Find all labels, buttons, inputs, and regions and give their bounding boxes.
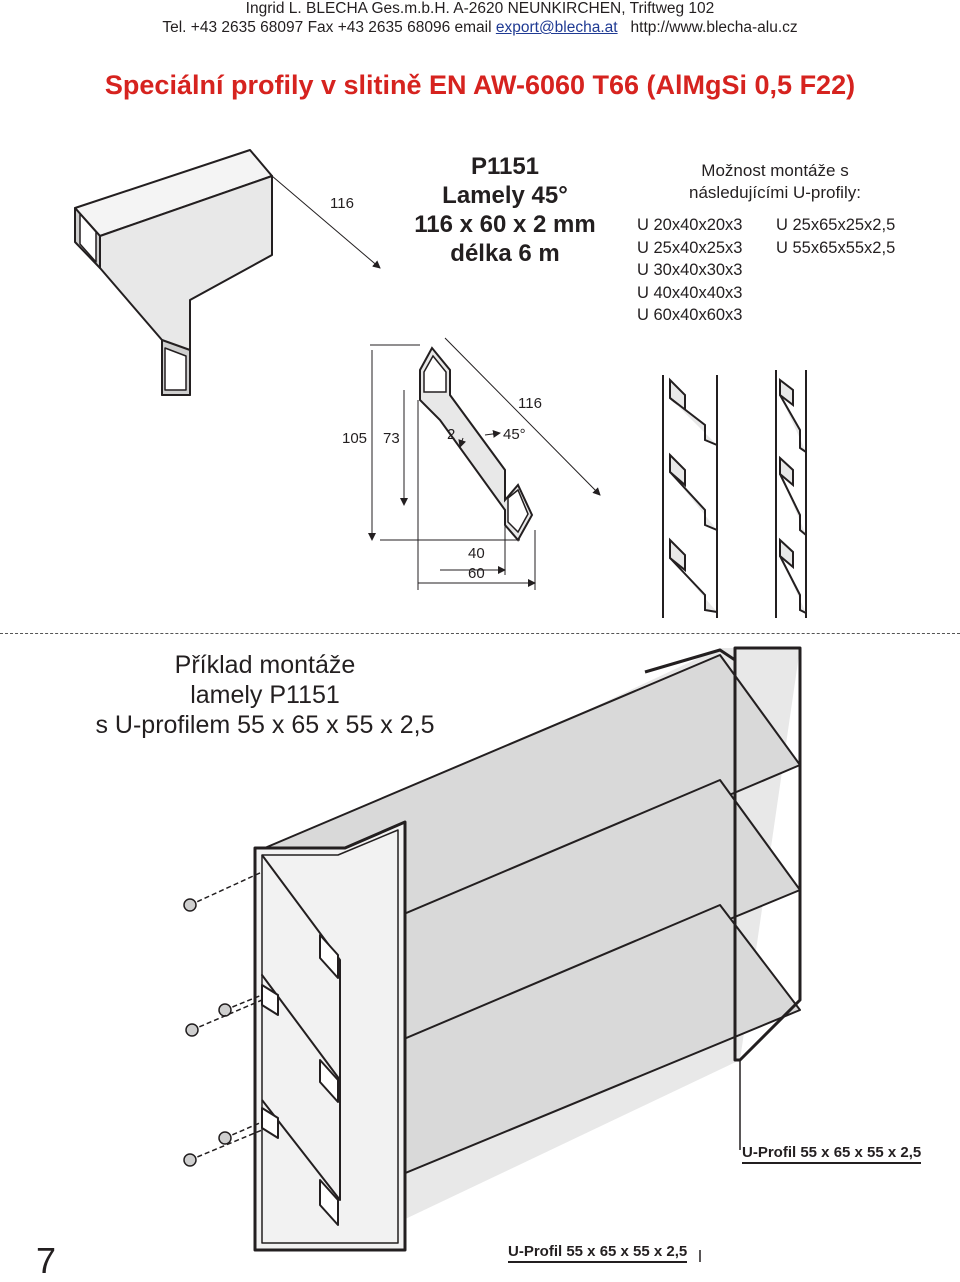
u-profile-item: U 25x65x25x2,5 (776, 216, 896, 234)
page-title: Speciální profily v slitině EN AW-6060 T… (104, 70, 856, 100)
u-profile-item: U 55x65x55x2,5 (776, 238, 896, 257)
example-title: Příklad montáže lamely P1151 s U-profile… (60, 650, 470, 740)
assembly-drawing (183, 646, 802, 1262)
u-profile-item: U 40x40x40x3 (637, 283, 743, 302)
product-size: 116 x 60 x 2 mm (414, 211, 596, 238)
product-name: Lamely 45° (442, 182, 568, 209)
dim-angle: 45° (503, 426, 526, 443)
u-profile-item: U 30x40x30x3 (637, 261, 743, 279)
example-line3: s U-profilem 55 x 65 x 55 x 2,5 (95, 711, 435, 739)
label-u-profil-bottom: U-Profil 55 x 65 x 55 x 2,5 (508, 1243, 688, 1263)
dim-116-3d: 116 (330, 195, 354, 212)
product-length: délka 6 m (450, 240, 560, 267)
page-number: 7 (36, 1240, 57, 1281)
section-drawing (368, 337, 601, 590)
divider (0, 633, 960, 634)
dim-73: 73 (383, 430, 400, 447)
website-link[interactable]: http://www.blecha-alu.cz (630, 19, 798, 36)
contact-line: Tel. +43 2635 68097 Fax +43 2635 68096 e… (0, 19, 960, 37)
example-line2: lamely P1151 (190, 681, 340, 709)
mounting-heading: Možnost montáže s následujícími U-profil… (640, 160, 910, 204)
dim-116-section: 116 (518, 395, 542, 412)
u-profile-item: U 20x40x20x3 (637, 216, 743, 234)
dim-60: 60 (468, 565, 485, 582)
u-profile-list-2: U 25x65x25x2,5 U 55x65x55x2,5 (776, 214, 895, 259)
mounting-heading-line1: Možnost montáže s (701, 161, 849, 180)
mounting-rail-diagram-2 (775, 370, 807, 618)
u-profile-item: U 60x40x60x3 (637, 306, 743, 324)
example-line1: Příklad montáže (174, 651, 356, 679)
u-profile-item: U 25x40x25x3 (637, 238, 743, 257)
lamella-3d-drawing (74, 149, 381, 396)
email-link[interactable]: export@blecha.at (495, 19, 618, 36)
label-u-profil-right: U-Profil 55 x 65 x 55 x 2,5 (742, 1144, 922, 1164)
company-line: Ingrid L. BLECHA Ges.m.b.H. A-2620 NEUNK… (245, 0, 715, 17)
contact-text: Tel. +43 2635 68097 Fax +43 2635 68096 e… (162, 19, 492, 36)
product-spec: P1151 Lamely 45° 116 x 60 x 2 mm délka 6… (410, 152, 600, 268)
mounting-rail-diagram-1 (662, 375, 718, 618)
u-profile-list-1: U 20x40x20x3 U 25x40x25x3 U 30x40x30x3 U… (637, 214, 743, 327)
dim-2: 2 (447, 426, 456, 443)
dim-105: 105 (342, 430, 368, 447)
mounting-heading-line2: následujícími U-profily: (689, 183, 861, 202)
dim-40: 40 (468, 545, 485, 562)
product-code: P1151 (470, 153, 540, 180)
